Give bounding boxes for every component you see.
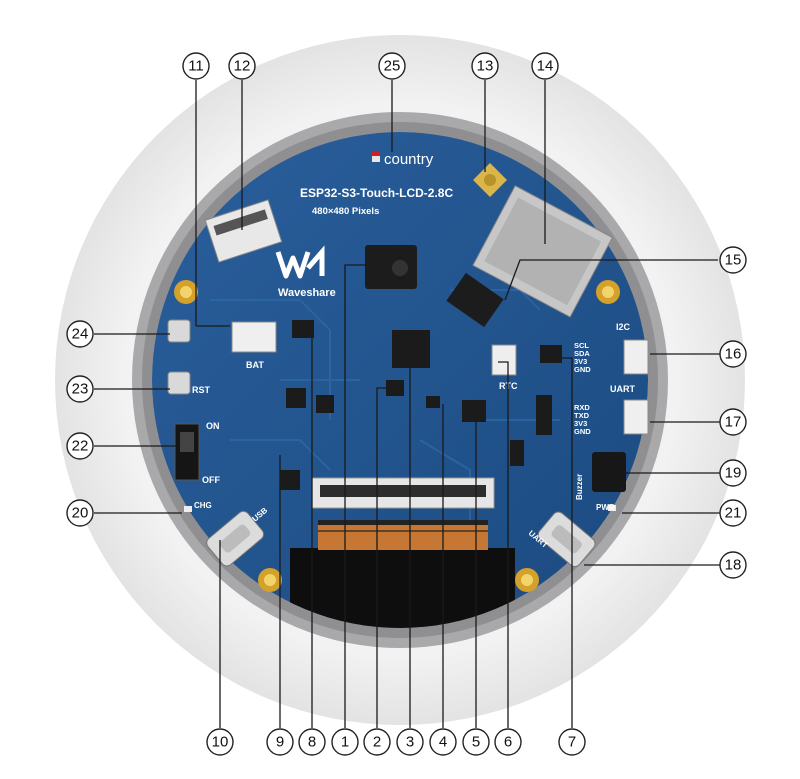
charge-led <box>184 506 192 512</box>
callout-2: 2 <box>363 728 391 756</box>
country-flag <box>372 152 380 162</box>
svg-text:10: 10 <box>212 734 229 751</box>
svg-text:5: 5 <box>472 734 480 751</box>
callout-1: 1 <box>331 728 359 756</box>
callout-19: 19 <box>719 459 747 487</box>
chg-label: CHG <box>194 501 212 510</box>
buzzer <box>592 452 626 492</box>
rst-label: RST <box>192 385 211 395</box>
svg-text:16: 16 <box>725 346 742 363</box>
mounting-holes <box>174 280 620 592</box>
battery-connector <box>231 321 277 353</box>
svg-text:15: 15 <box>725 252 742 269</box>
reset-button[interactable] <box>167 371 191 395</box>
svg-text:7: 7 <box>568 734 576 751</box>
svg-text:13: 13 <box>477 58 494 75</box>
callouts: 11 12 25 13 14 15 16 17 19 21 18 24 23 2… <box>66 52 747 756</box>
i2c-pin-sda: SDA <box>574 349 590 358</box>
buzzer-label: Buzzer <box>575 474 584 500</box>
svg-text:8: 8 <box>308 734 316 751</box>
callout-13: 13 <box>471 52 499 80</box>
callout-25: 25 <box>378 52 406 80</box>
svg-text:19: 19 <box>725 465 742 482</box>
flash-chip <box>446 272 504 328</box>
uart-pin-3v3: 3V3 <box>574 419 587 428</box>
svg-text:24: 24 <box>72 326 89 343</box>
callout-18: 18 <box>719 551 747 579</box>
svg-text:18: 18 <box>725 557 742 574</box>
svg-text:9: 9 <box>276 734 284 751</box>
i2c-pin-scl: SCL <box>574 341 589 350</box>
board-resolution: 480×480 Pixels <box>312 206 379 217</box>
bat-label: BAT <box>246 360 264 370</box>
callout-10: 10 <box>206 728 234 756</box>
callout-12: 12 <box>228 52 256 80</box>
top-fpc-connector <box>204 199 283 263</box>
brand-label: Waveshare <box>278 287 336 299</box>
expander-chip <box>392 330 430 368</box>
svg-text:21: 21 <box>725 505 742 522</box>
svg-text:1: 1 <box>341 734 349 751</box>
uart-header: UART RXD TXD 3V3 GND <box>574 384 649 436</box>
callout-22: 22 <box>66 432 94 460</box>
power-led <box>608 505 616 511</box>
callout-7: 7 <box>558 728 586 756</box>
i2c-pin-3v3: 3V3 <box>574 357 587 366</box>
country-text: country <box>384 151 434 168</box>
callout-9: 9 <box>266 728 294 756</box>
svg-text:20: 20 <box>72 505 89 522</box>
i2c-header-label: I2C <box>616 322 631 332</box>
svg-text:17: 17 <box>725 414 742 431</box>
callout-3: 3 <box>396 728 424 756</box>
uart-pin-gnd: GND <box>574 427 591 436</box>
svg-text:25: 25 <box>384 58 401 75</box>
svg-text:4: 4 <box>439 734 447 751</box>
callout-4: 4 <box>429 728 457 756</box>
callout-6: 6 <box>494 728 522 756</box>
svg-text:22: 22 <box>72 438 89 455</box>
boot-button[interactable] <box>167 319 191 343</box>
callout-14: 14 <box>531 52 559 80</box>
callout-15: 15 <box>719 246 747 274</box>
off-label: OFF <box>202 475 220 485</box>
callout-11: 11 <box>182 52 210 80</box>
esp32-s3-chip <box>365 245 417 289</box>
uart-pin-txd: TXD <box>574 411 590 420</box>
lcd-flex-cable <box>290 548 515 628</box>
callout-20: 20 <box>66 499 94 527</box>
board-model: ESP32-S3-Touch-LCD-2.8C <box>300 186 453 200</box>
usb-c-port[interactable] <box>204 509 266 568</box>
callout-21: 21 <box>719 499 747 527</box>
callout-16: 16 <box>719 340 747 368</box>
rtc-battery-header <box>491 344 517 376</box>
waveshare-logo: Waveshare <box>275 245 336 299</box>
svg-text:12: 12 <box>234 58 251 75</box>
svg-text:3: 3 <box>406 734 414 751</box>
callout-5: 5 <box>462 728 490 756</box>
pwr-label: PWR <box>596 503 615 512</box>
i2c-header: I2C SCL SDA 3V3 GND <box>574 322 649 375</box>
svg-text:11: 11 <box>188 58 204 75</box>
leader-lines <box>94 80 720 728</box>
svg-text:2: 2 <box>373 734 381 751</box>
svg-text:23: 23 <box>72 381 89 398</box>
uart-header-label: UART <box>610 384 635 394</box>
i2c-pin-gnd: GND <box>574 365 591 374</box>
uart-pin-rxd: RXD <box>574 403 590 412</box>
callout-24: 24 <box>66 320 94 348</box>
callout-17: 17 <box>719 408 747 436</box>
ipex-antenna-connector <box>473 163 507 197</box>
callout-23: 23 <box>66 375 94 403</box>
callout-8: 8 <box>298 728 326 756</box>
on-label: ON <box>206 421 220 431</box>
uart-usb-c-port[interactable] <box>536 509 598 568</box>
svg-text:6: 6 <box>504 734 512 751</box>
svg-text:14: 14 <box>537 58 554 75</box>
tf-card-slot <box>472 185 614 318</box>
